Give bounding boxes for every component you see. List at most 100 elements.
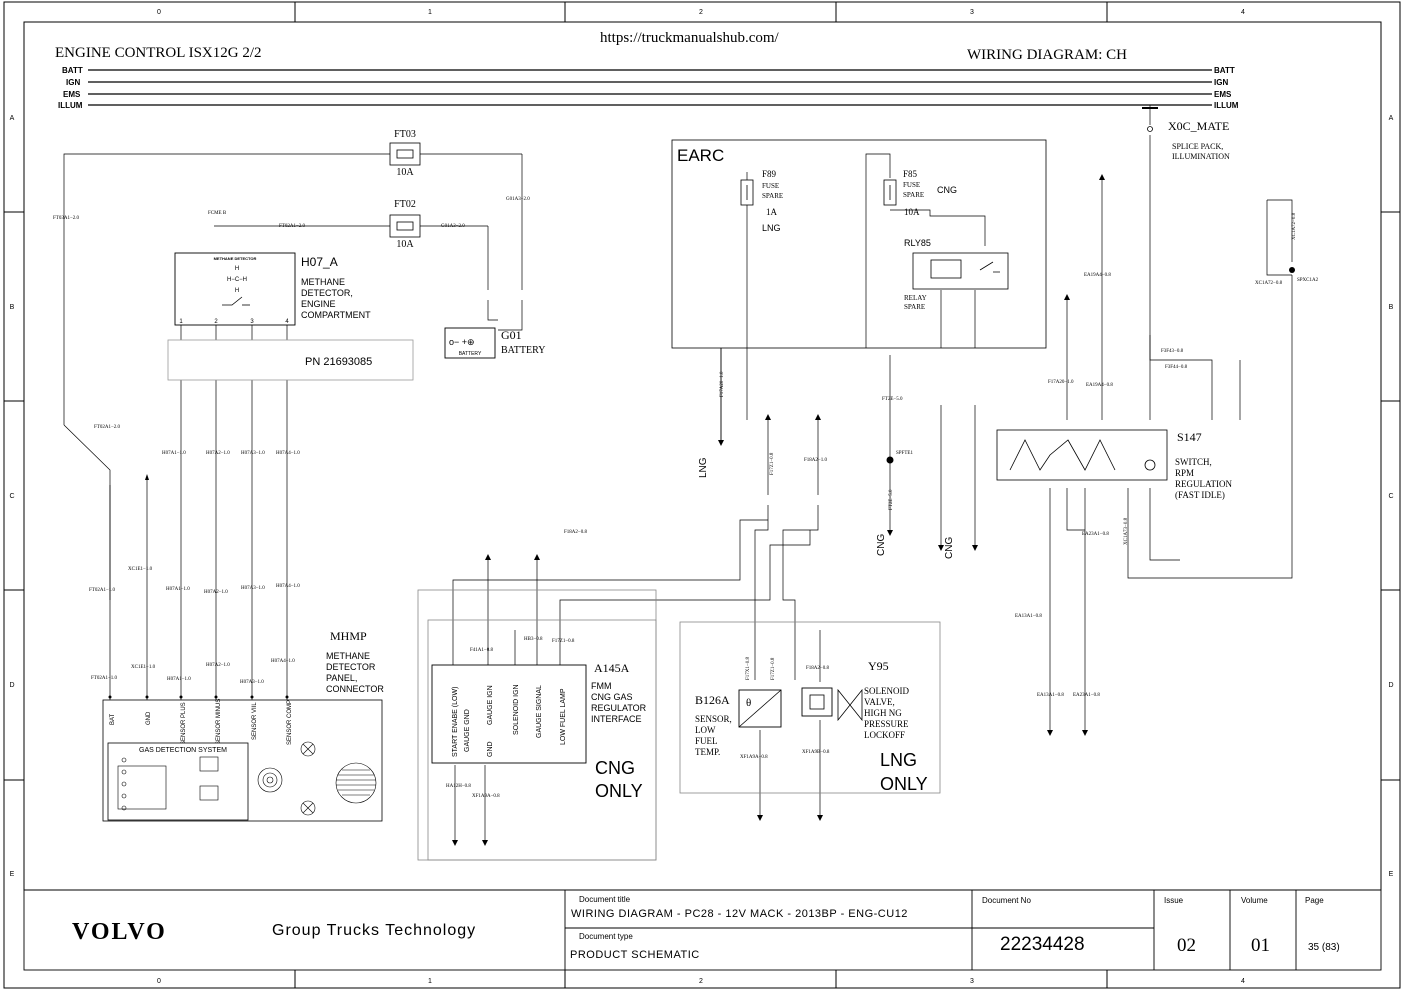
page-number: 35 (83) bbox=[1308, 942, 1340, 953]
source-url[interactable]: https://truckmanualshub.com/ bbox=[600, 30, 780, 46]
h07a-desc-2: DETECTOR, bbox=[301, 288, 353, 298]
f85-desc2: SPARE bbox=[903, 191, 924, 199]
wire-label: F18A2−1.0 bbox=[804, 458, 827, 463]
bus-label-ems: EMS bbox=[1214, 90, 1232, 99]
wire-label: EA13A1−0.8 bbox=[1037, 693, 1064, 698]
regulator-interface-a145a[interactable]: START ENABE (LOW) GAUGE GND GAUGE IGN GN… bbox=[417, 589, 657, 861]
solenoid-valve-y95[interactable]: Y95 SOLENOID VALVE, HIGH NG PRESSURE LOC… bbox=[801, 659, 928, 794]
fuse-ft02[interactable]: FT02 10A bbox=[389, 199, 421, 250]
relay-contact-icon bbox=[979, 261, 1000, 273]
mhmp-desc2: DETECTOR bbox=[326, 662, 376, 672]
doc-title: WIRING DIAGRAM - PC28 - 12V MACK - 2013B… bbox=[571, 908, 908, 920]
row-label: B bbox=[10, 304, 15, 311]
a145a-pin-labels: START ENABE (LOW) GAUGE GND GAUGE IGN GN… bbox=[452, 684, 567, 757]
rly85-desc1: RELAY bbox=[904, 294, 927, 302]
earc-title: EARC bbox=[677, 146, 724, 165]
wire-label: F18A2−0.8 bbox=[564, 530, 587, 535]
wire-label: FCME B bbox=[208, 211, 227, 216]
row-label: C bbox=[9, 493, 14, 500]
splice-dot bbox=[1289, 267, 1295, 273]
svg-text:1: 1 bbox=[179, 319, 183, 325]
s147-desc2: RPM bbox=[1175, 468, 1194, 478]
mhmp-desc4: CONNECTOR bbox=[326, 684, 384, 694]
s147-desc1: SWITCH, bbox=[1175, 457, 1212, 467]
bus-labels: BATT IGN EMS ILLUM BATT IGN EMS ILLUM bbox=[58, 66, 1239, 110]
part-number-box bbox=[167, 339, 414, 381]
issue-label: Issue bbox=[1164, 896, 1184, 905]
fuel-temp-sensor-b126a[interactable]: θ B126A SENSOR, LOW FUEL TEMP. bbox=[695, 689, 782, 757]
a145a-note1: CNG bbox=[595, 758, 635, 778]
fuse-f85[interactable]: F85 FUSE SPARE CNG 10A bbox=[883, 169, 957, 217]
y95-desc1: SOLENOID bbox=[864, 686, 909, 696]
y95-desc5: LOCKOFF bbox=[864, 730, 905, 740]
battery-g01[interactable]: o− +⊕ BATTERY G01 BATTERY bbox=[444, 327, 545, 359]
offpage-lng: LNG bbox=[698, 457, 709, 478]
mhmp-id: MHMP bbox=[330, 629, 367, 643]
f89-desc1: FUSE bbox=[762, 182, 779, 190]
wire-label: G01A3−2.0 bbox=[506, 197, 530, 202]
doc-title-label: Document title bbox=[579, 895, 631, 904]
offpage-cng: CNG bbox=[876, 534, 887, 556]
mhmp-desc1: METHANE bbox=[326, 651, 370, 661]
h07a-id: H07_A bbox=[301, 255, 338, 269]
a145a-desc1: FMM bbox=[591, 681, 612, 691]
wire-label: FT02A1−1.0 bbox=[89, 588, 116, 593]
f89-rating: 1A bbox=[766, 207, 778, 217]
wire-label: SPXC1A2 bbox=[1297, 278, 1319, 283]
panel-indicator-icons bbox=[117, 741, 377, 816]
wire-label: F3F44−0.8 bbox=[1165, 365, 1188, 370]
s147-desc3: REGULATION bbox=[1175, 479, 1232, 489]
wire-label: XC1E1−1.0 bbox=[128, 567, 153, 572]
row-label: B bbox=[1389, 304, 1394, 311]
wire-label: F17Z1−0.8 bbox=[771, 657, 776, 680]
relay-rly85[interactable]: RLY85 RELAY SPARE bbox=[904, 238, 1009, 311]
fuse-f89[interactable]: F89 FUSE SPARE 1A LNG bbox=[740, 169, 783, 233]
wire-label: EA13A1−0.8 bbox=[1015, 614, 1042, 619]
methane-panel-mhmp[interactable]: MHMP METHANE DETECTOR PANEL, CONNECTOR B… bbox=[102, 629, 384, 822]
wire-label: FT2E−5.0 bbox=[882, 397, 903, 402]
wire-label: FT02A1−2.0 bbox=[94, 425, 121, 430]
wire-label: F17Z1−0.8 bbox=[770, 452, 775, 475]
b126a-desc3: FUEL bbox=[695, 736, 718, 746]
pin-label: SENSOR COMP bbox=[287, 700, 293, 745]
wire-label: H07A3−1.0 bbox=[240, 680, 264, 685]
fuse-ft03-name: FT03 bbox=[394, 129, 416, 140]
mhmp-desc3: PANEL, bbox=[326, 673, 357, 683]
wire-label: H07A1−1.0 bbox=[162, 451, 186, 456]
pin-label: GAUGE IGN bbox=[487, 685, 494, 725]
col-label: 2 bbox=[699, 9, 703, 16]
switch-s147[interactable]: S147 SWITCH, RPM REGULATION (FAST IDLE) bbox=[996, 429, 1232, 500]
b126a-desc4: TEMP. bbox=[695, 747, 720, 757]
y95-note1: LNG bbox=[880, 750, 917, 770]
col-label: 1 bbox=[428, 978, 432, 985]
fuse-ft02-rating: 10A bbox=[396, 239, 414, 250]
wire-label: XF1A9B−0.8 bbox=[802, 750, 830, 755]
wire-label: F17X1−0.8 bbox=[746, 657, 751, 680]
b126a-desc1: SENSOR, bbox=[695, 714, 732, 724]
wire-label: H07A4−1.0 bbox=[276, 584, 300, 589]
volume-label: Volume bbox=[1241, 896, 1268, 905]
org-name: Group Trucks Technology bbox=[272, 922, 476, 939]
gds-title: GAS DETECTION SYSTEM bbox=[139, 747, 227, 754]
wire-label: F17Z1−0.8 bbox=[552, 639, 575, 644]
svg-text:H: H bbox=[235, 288, 239, 294]
bus-label-illum: ILLUM bbox=[1214, 101, 1239, 110]
wire-label: H07A2−1.0 bbox=[206, 451, 230, 456]
wire-label: FT03A1−2.0 bbox=[53, 216, 80, 221]
title-block bbox=[23, 889, 1382, 971]
wire-label: H07A2−1.0 bbox=[204, 590, 228, 595]
wires bbox=[63, 105, 1293, 840]
earc-module[interactable]: EARC F89 FUSE SPARE 1A LNG F85 FUSE SPAR… bbox=[671, 139, 1047, 349]
a145a-desc2: CNG GAS bbox=[591, 692, 633, 702]
wire-label: F17A20−1.0 bbox=[1048, 380, 1074, 385]
doc-no: 22234428 bbox=[1000, 934, 1085, 955]
wire-label: SPFTE1 bbox=[896, 451, 913, 456]
wire-labels-vertical: F17A20−1.0 F17Z1−0.8 XC1A73−0.8 XC1A72−0… bbox=[720, 212, 1297, 680]
wire-label: F17A20−1.0 bbox=[720, 371, 725, 397]
svg-text:H: H bbox=[235, 266, 239, 272]
splice-pack-x0c[interactable]: X0C_MATE SPLICE PACK, ILLUMINATION bbox=[1142, 107, 1230, 161]
fuse-ft03[interactable]: FT03 10A bbox=[389, 129, 421, 178]
col-label: 4 bbox=[1241, 9, 1245, 16]
